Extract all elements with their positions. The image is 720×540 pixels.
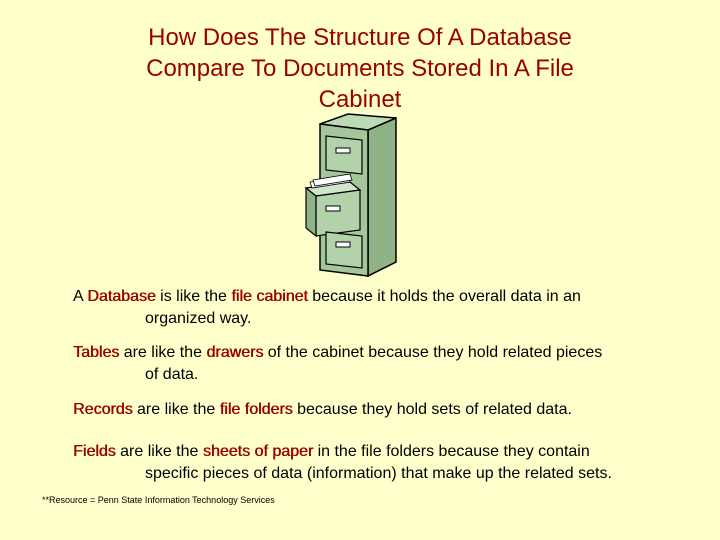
paragraph-line-2: organized way. — [145, 310, 252, 327]
paragraph-line-2: of data. — [145, 366, 199, 383]
text-segment: is like the — [155, 288, 232, 305]
text-segment: of the cabinet because they hold related… — [263, 344, 603, 361]
paragraph-tables: Tables are like the drawers of the cabin… — [73, 342, 693, 386]
text-segment: are like the — [132, 401, 220, 418]
keyword-sheets-of-paper: sheets of paper — [202, 443, 314, 460]
keyword-records: Records — [73, 401, 133, 418]
resource-footnote: **Resource = Penn State Information Tech… — [42, 495, 275, 505]
text-segment: A — [73, 288, 88, 305]
text-segment: because it holds the overall data in an — [307, 288, 581, 305]
slide-title: How Does The Structure Of A Database Com… — [0, 22, 720, 115]
text-segment: in the file folders because they contain — [313, 443, 590, 460]
paragraph-records: Records are like the file folders becaus… — [73, 399, 693, 421]
keyword-file-folders: file folders — [219, 401, 293, 418]
keyword-file-cabinet: file cabinet — [231, 288, 308, 305]
title-line-1: How Does The Structure Of A Database — [148, 24, 572, 52]
text-segment: because they hold sets of related data. — [292, 401, 572, 418]
text-segment: are like the — [119, 344, 207, 361]
paragraph-database: A Database is like the file cabinet beca… — [73, 286, 693, 330]
file-cabinet-icon — [298, 112, 408, 280]
keyword-drawers: drawers — [206, 344, 264, 361]
keyword-fields: Fields — [73, 443, 116, 460]
paragraph-fields: Fields are like the sheets of paper in t… — [73, 441, 693, 485]
title-line-3: Cabinet — [318, 86, 402, 114]
text-segment: are like the — [115, 443, 203, 460]
paragraph-line-2: specific pieces of data (information) th… — [145, 465, 612, 482]
keyword-tables: Tables — [73, 344, 120, 361]
title-line-2: Compare To Documents Stored In A File — [146, 55, 574, 83]
keyword-database: Database — [87, 288, 156, 305]
